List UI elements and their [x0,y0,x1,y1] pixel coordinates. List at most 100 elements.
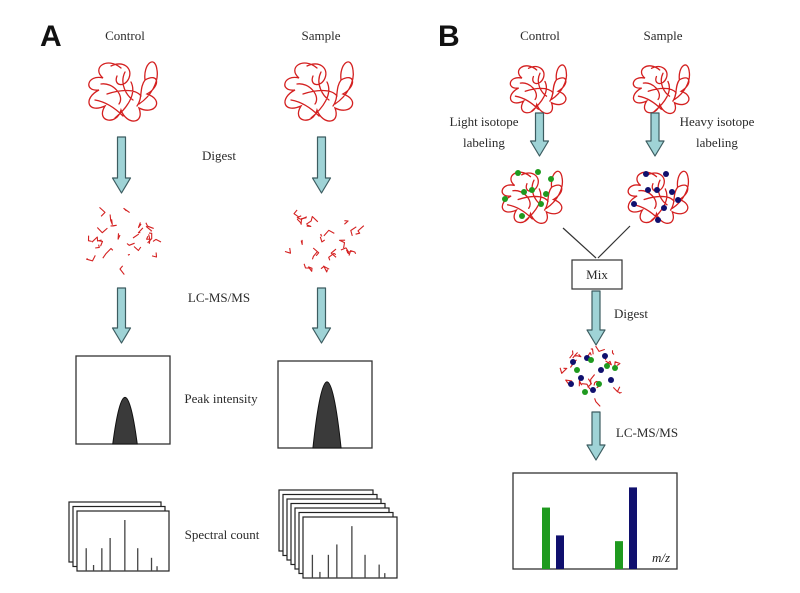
panel-b-labeled-sample-protein [627,170,690,224]
peptide-fragment [102,247,114,259]
peptide-fragment [595,345,605,352]
heavy-isotope-dots [631,171,681,223]
panel-a-control-digest-arrow [111,136,132,194]
peptide-fragment [110,224,117,227]
isotope-label-dot [568,381,574,387]
light-isotope-dots [502,169,554,219]
panel-b-control-protein [509,64,568,115]
protein-strand [501,170,564,224]
panel-a-control-spectra [68,501,170,572]
peptide-fragment [152,238,162,243]
panel-b-digest-label: Digest [614,306,648,321]
isotope-label-dot [598,367,604,373]
panel-b-lcms-arrow [586,411,606,461]
panel-b-lcms-label: LC-MS/MS [616,425,678,440]
panel-a-control-protein [88,61,158,122]
panel-b-peptide-light-dots [574,357,618,395]
panel-a-lcms-label: LC-MS/MS [188,290,250,305]
peptide-fragment [323,229,335,237]
peptide-fragment [123,207,130,214]
panel-b-peptides [559,345,622,407]
light-labeling-arrow [529,112,550,157]
panel-a-control-label: Control [105,28,145,43]
isotope-label-dot [590,387,596,393]
peptide-fragment [311,251,318,260]
peptide-fragment [146,235,151,244]
peptide-fragment [306,224,312,227]
peptide-fragment [284,247,292,254]
panel-a-sample-lcms-arrow [311,287,332,344]
peptide-fragment [305,215,319,225]
peptide-fragment [151,252,158,258]
protein-strand [284,61,354,122]
peptide-fragment [350,226,357,237]
isotope-label-dot [631,201,637,207]
peptide-fragment [574,353,582,358]
peptide-fragment [293,209,300,218]
isotope-label-dot [596,381,602,387]
mix-box [571,259,623,290]
peptide-fragment [86,255,96,262]
isotope-label-dot [529,187,535,193]
peptide-fragment [348,250,357,256]
isotope-label-dot [538,201,544,207]
peptide-fragment [148,234,151,241]
panel-a-control-lcms-arrow [111,287,132,344]
isotope-label-dot [515,170,521,176]
peptide-fragment [300,239,303,246]
peptide-fragment [320,265,329,273]
protein-strand [88,61,158,122]
panel-a-spectral-label: Spectral count [185,527,260,542]
peptide-fragment [126,242,135,246]
peptide-fragment [594,398,601,407]
peptide-fragment [145,222,154,229]
heavy-isotope-label-line1: Heavy isotope [680,114,755,129]
isotope-label-dot [669,189,675,195]
peptide-fragment [345,249,353,255]
panel-b-letter: B [438,20,460,53]
merge-line-left [562,227,597,259]
peptide-fragment [572,352,578,359]
peptide-fragment [612,386,621,393]
panel-b-sample-label: Sample [644,28,683,43]
peptide-fragment [338,239,346,249]
isotope-label-dot [612,365,618,371]
heavy-isotope-bar [556,535,564,569]
peptide-fragment [320,233,323,237]
isotope-label-dot [645,187,651,193]
isotope-label-dot [570,359,576,365]
peptide-fragment [559,367,568,374]
isotope-label-dot [588,357,594,363]
heavy-isotope-bar [629,487,637,569]
isotope-label-dot [604,363,610,369]
chromatographic-peak [312,381,342,449]
peptide-fragment [137,222,142,229]
peptide-fragment [611,350,615,355]
peptide-fragment [99,240,104,247]
peptide-fragment [96,227,108,234]
peptide-fragment [300,217,307,225]
protein-strand [632,64,691,115]
isotope-label-dot [543,191,549,197]
panel-a-sample-digest-arrow [311,136,332,194]
isotope-label-dot [655,217,661,223]
light-isotope-bar [542,507,550,569]
heavy-isotope-label-line2: labeling [696,135,738,150]
peptide-fragment [137,227,144,234]
isotope-label-dot [574,367,580,373]
peptide-fragment [587,378,592,388]
peptide-fragment [330,248,337,258]
isotope-label-dot [521,189,527,195]
peptide-fragment [590,348,594,355]
mz-axis-label: m/z [652,550,670,565]
panel-b-control-label: Control [520,28,560,43]
panel-b-digest-arrow [586,290,606,346]
peptide-fragment [569,350,574,359]
light-isotope-bar [615,541,623,569]
light-isotope-label-line2: labeling [463,135,505,150]
isotope-label-dot [643,171,649,177]
isotope-label-dot [582,389,588,395]
peptide-fragment [614,361,621,366]
peptide-fragment [119,265,125,275]
